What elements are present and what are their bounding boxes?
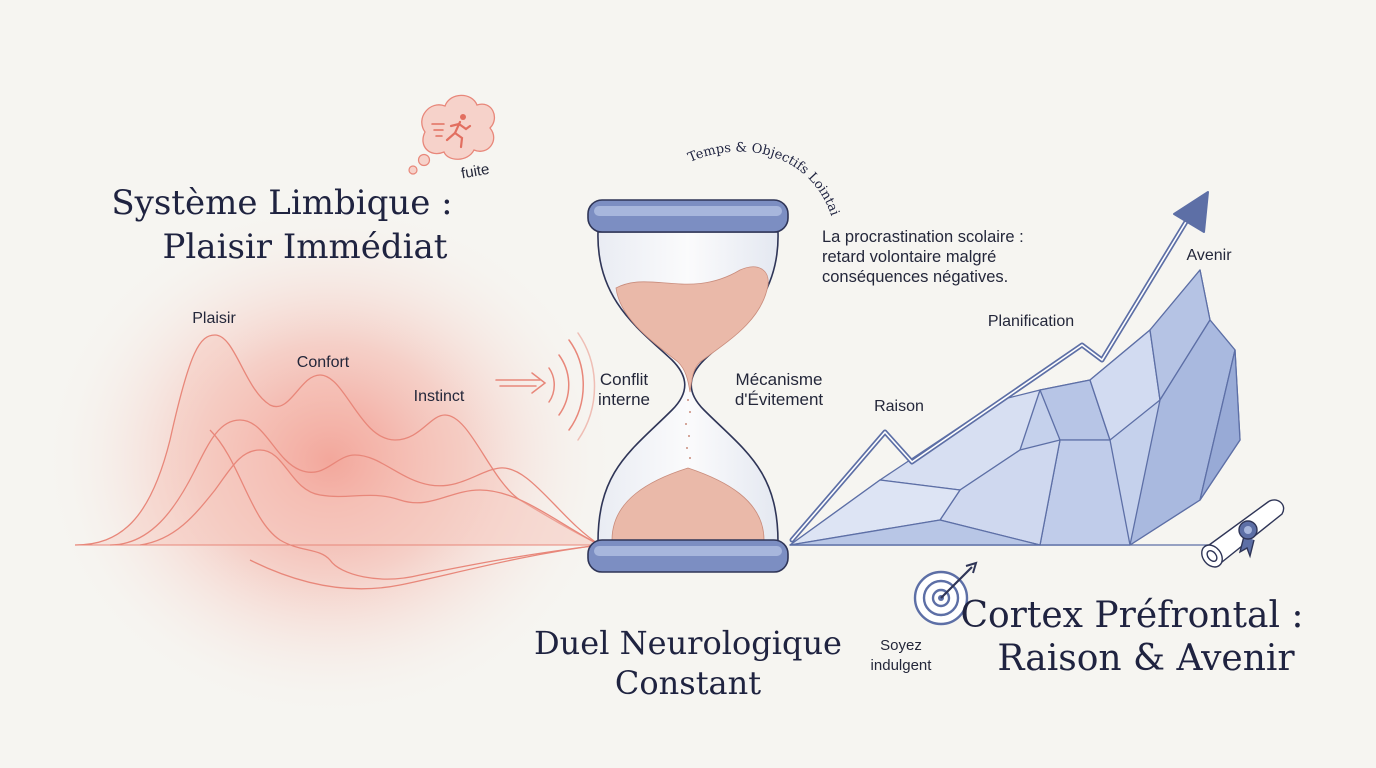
hourglass-left-label-line2: interne — [598, 390, 650, 409]
limbic-title-line2: Plaisir Immédiat — [163, 227, 448, 267]
label-confort: Confort — [297, 354, 350, 371]
limbic-waves — [74, 334, 601, 590]
diploma-icon — [1201, 499, 1285, 568]
hourglass-right-label-line1: Mécanisme — [736, 370, 823, 389]
center-title-line1: Duel Neurologique — [534, 624, 842, 662]
cortex-title-line2: Raison & Avenir — [997, 638, 1295, 679]
thought-label-fuite: fuite — [460, 161, 491, 183]
running-person-icon — [431, 114, 472, 149]
definition-line2: retard volontaire malgré — [822, 248, 996, 266]
limbic-glow — [40, 200, 620, 720]
definition-line3: conséquences négatives. — [822, 268, 1008, 286]
target-caption-line1: Soyez — [880, 637, 922, 654]
target-caption-line2: indulgent — [871, 657, 933, 674]
label-instinct: Instinct — [414, 388, 465, 405]
hourglass-right-label-line2: d'Évitement — [735, 390, 824, 409]
label-raison: Raison — [874, 398, 924, 415]
label-planification: Planification — [988, 313, 1074, 330]
definition-line1: La procrastination scolaire : — [822, 228, 1024, 246]
label-plaisir: Plaisir — [192, 310, 236, 327]
center-title-line2: Constant — [615, 664, 761, 702]
hourglass-icon — [587, 199, 789, 573]
hourglass-left-label-line1: Conflit — [600, 370, 648, 389]
label-avenir: Avenir — [1186, 247, 1232, 264]
sound-waves-icon — [495, 332, 596, 441]
cortex-title-line1: Cortex Préfrontal : — [960, 595, 1303, 636]
cortex-crystals — [789, 269, 1241, 546]
arrow-icon — [789, 191, 1209, 543]
target-icon — [913, 561, 978, 626]
limbic-title-line1: Système Limbique : — [111, 183, 452, 223]
